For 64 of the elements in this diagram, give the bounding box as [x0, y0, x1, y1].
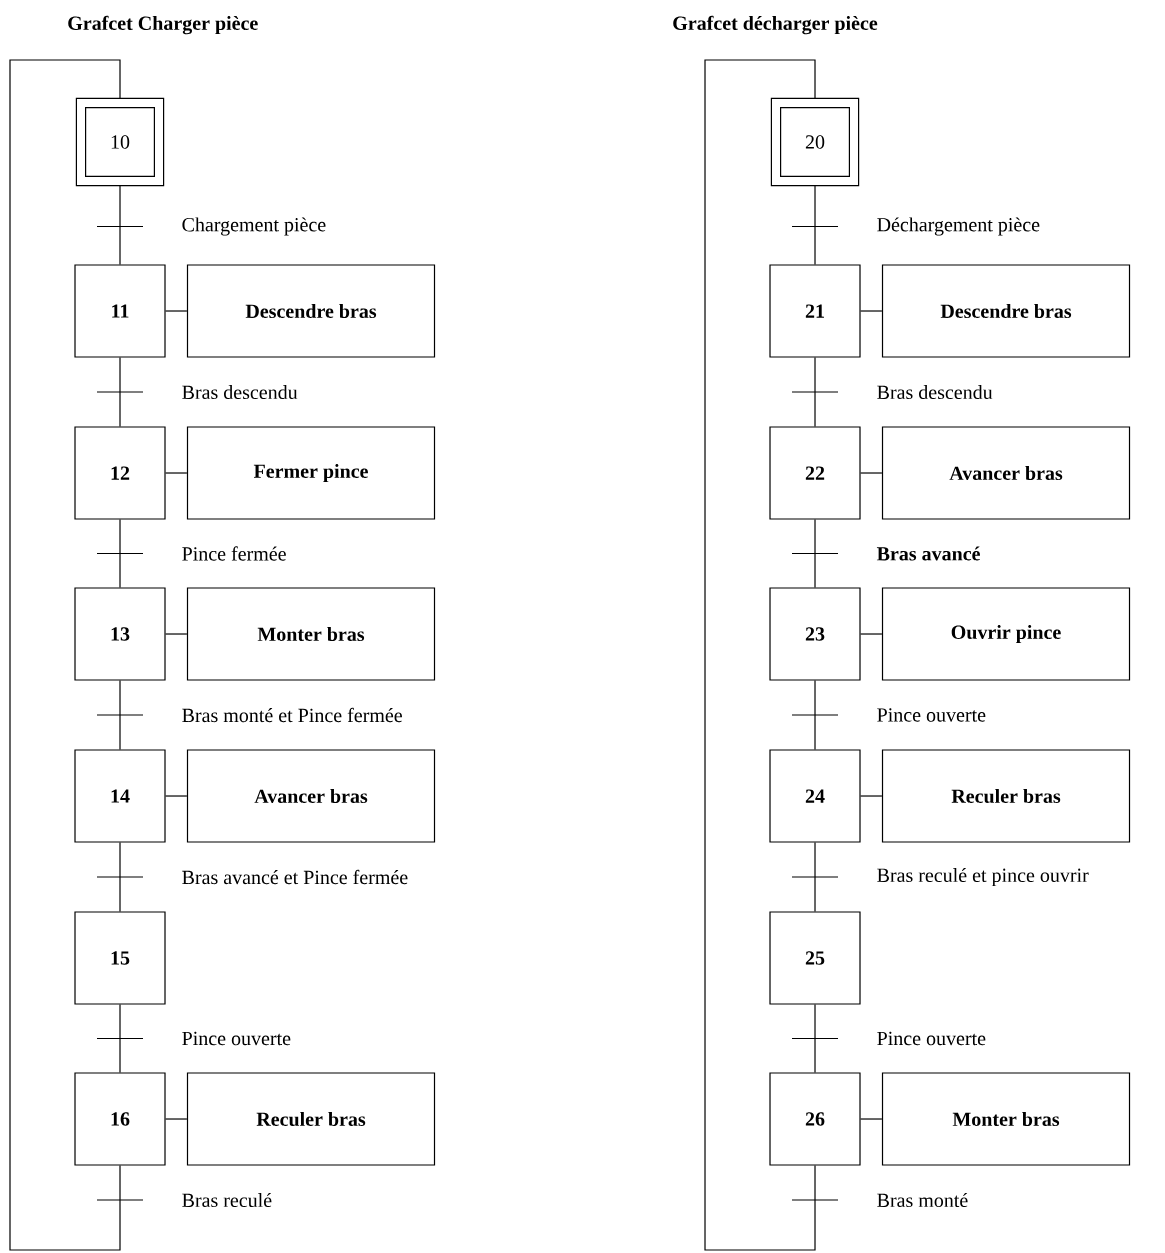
link-line — [860, 633, 883, 635]
connection-line — [814, 185, 816, 265]
step-box: 22 — [769, 426, 861, 520]
step-box: 16 — [74, 1072, 166, 1166]
connection-line — [814, 842, 816, 912]
transition-label: Chargement pièce — [182, 217, 326, 236]
step-box: 26 — [769, 1072, 861, 1166]
loop-line — [9, 59, 121, 1251]
link-line — [860, 310, 883, 312]
connection-line — [814, 519, 816, 588]
transition-label: Bras descendu — [877, 384, 993, 400]
connection-line — [814, 1004, 816, 1073]
step-box: 25 — [769, 911, 861, 1005]
step-box: 23 — [769, 587, 861, 681]
action-box: Reculer bras — [881, 749, 1131, 843]
initial-step-box: 10 — [75, 97, 165, 187]
connection-line — [814, 357, 816, 427]
step-box: 11 — [74, 264, 166, 358]
transition-label: Bras avancé — [876, 546, 980, 561]
link-line — [165, 1118, 188, 1120]
action-box: Monter bras — [186, 587, 436, 681]
transition-label: Pince fermée — [182, 546, 286, 561]
link-line — [165, 310, 188, 312]
link-line — [165, 633, 188, 635]
connection-line — [814, 680, 816, 750]
step-box: 13 — [74, 587, 166, 681]
loop-line — [704, 59, 816, 1251]
connection-line — [119, 357, 121, 427]
heading: Grafcet Charger pièce — [68, 15, 258, 35]
link-line — [165, 795, 188, 797]
step-box: 12 — [74, 426, 166, 520]
link-line — [165, 472, 188, 474]
transition-label: Bras monté — [877, 1192, 968, 1208]
link-line — [860, 472, 883, 474]
transition-label: Pince ouverte — [182, 1031, 291, 1046]
action-box: Ouvrir pince — [881, 587, 1131, 681]
link-line — [860, 1118, 883, 1120]
transition-label: Bras reculé — [182, 1192, 272, 1208]
transition-label: Bras avancé et Pince fermée — [182, 869, 408, 885]
transition-label: Bras descendu — [182, 384, 298, 400]
connection-line — [119, 680, 121, 750]
initial-step-box: 20 — [770, 97, 860, 187]
connection-line — [119, 519, 121, 588]
action-box: Descendre bras — [881, 264, 1131, 358]
action-box: Monter bras — [881, 1072, 1131, 1166]
transition-label: Pince ouverte — [877, 708, 986, 722]
transition-label: Pince ouverte — [877, 1031, 986, 1046]
transition-label: Bras monté et Pince fermée — [182, 707, 402, 723]
transition-label: Déchargement pièce — [877, 217, 1040, 236]
action-box: Avancer bras — [881, 426, 1131, 520]
heading: Grafcet décharger pièce — [673, 15, 878, 35]
action-box: Reculer bras — [186, 1072, 436, 1166]
link-line — [860, 795, 883, 797]
step-box: 15 — [74, 911, 166, 1005]
action-box: Fermer pince — [186, 426, 436, 520]
connection-line — [119, 185, 121, 265]
transition-label: Bras reculé et pince ouvrir — [877, 867, 1089, 887]
action-box: Descendre bras — [186, 264, 436, 358]
step-box: 14 — [74, 749, 166, 843]
action-box: Avancer bras — [186, 749, 436, 843]
step-box: 24 — [769, 749, 861, 843]
connection-line — [119, 1004, 121, 1073]
step-box: 21 — [769, 264, 861, 358]
connection-line — [119, 842, 121, 912]
